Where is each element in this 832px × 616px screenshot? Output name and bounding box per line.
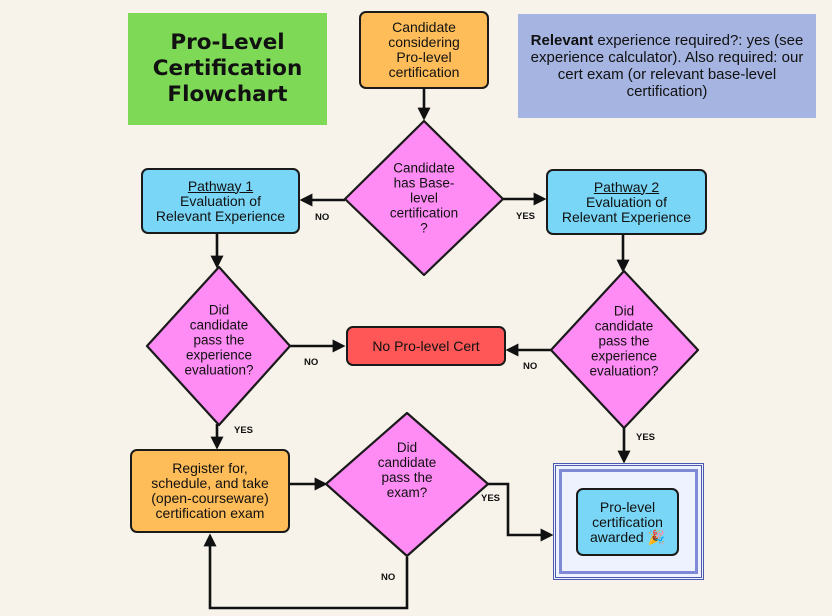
pathway-1-text: Evaluation of Relevant Experience (155, 192, 286, 224)
pathway-1-heading: Pathway 1 (187, 177, 254, 194)
note-bold-word: Relevant (530, 32, 594, 49)
edge-label-exp-left-yes: YES (234, 425, 254, 436)
decision-exam-label: Did candidate pass the exam? (377, 440, 437, 500)
edge-label-exp-right-yes: YES (636, 432, 656, 443)
edge-label-base-no: NO (315, 212, 330, 223)
edge-label-exam-no: NO (381, 572, 396, 583)
decision-exp-left-label: Did candidate pass the experience evalua… (184, 302, 254, 378)
arrow-exam-yes (488, 482, 554, 542)
pathway-2-text: Evaluation of Relevant Experience (561, 193, 692, 225)
decision-base-diamond (343, 119, 505, 277)
award-node: Pro-level certification awarded 🎉 (576, 488, 679, 556)
arrow-exam-no (203, 533, 409, 610)
start-node: Candidate considering Pro-level certific… (359, 11, 489, 89)
decision-exp-right-diamond (549, 269, 700, 430)
edge-label-exp-left-no: NO (304, 357, 319, 368)
edge-label-exam-yes: YES (481, 493, 501, 504)
edge-label-base-yes: YES (516, 211, 536, 222)
no-cert-node: No Pro-level Cert (346, 326, 506, 366)
pathway-2-node: Pathway 2 Evaluation of Relevant Experie… (546, 169, 707, 235)
decision-base-label: Candidate has Base- level certification … (389, 160, 459, 236)
register-exam-node: Register for, schedule, and take (open-c… (130, 449, 290, 533)
note-text: experience required?: yes (see experienc… (530, 32, 804, 100)
edge-label-exp-right-no: NO (523, 361, 538, 372)
decision-exp-right-label: Did candidate pass the experience evalua… (589, 303, 659, 379)
pathway-1-node: Pathway 1 Evaluation of Relevant Experie… (141, 168, 300, 234)
page-title: Pro-Level Certification Flowchart (128, 13, 327, 125)
decision-exp-left-diamond (145, 265, 292, 427)
requirements-note: Relevant experience required?: yes (see … (518, 14, 816, 118)
decision-exam-diamond (324, 411, 490, 558)
pathway-2-heading: Pathway 2 (593, 178, 660, 195)
